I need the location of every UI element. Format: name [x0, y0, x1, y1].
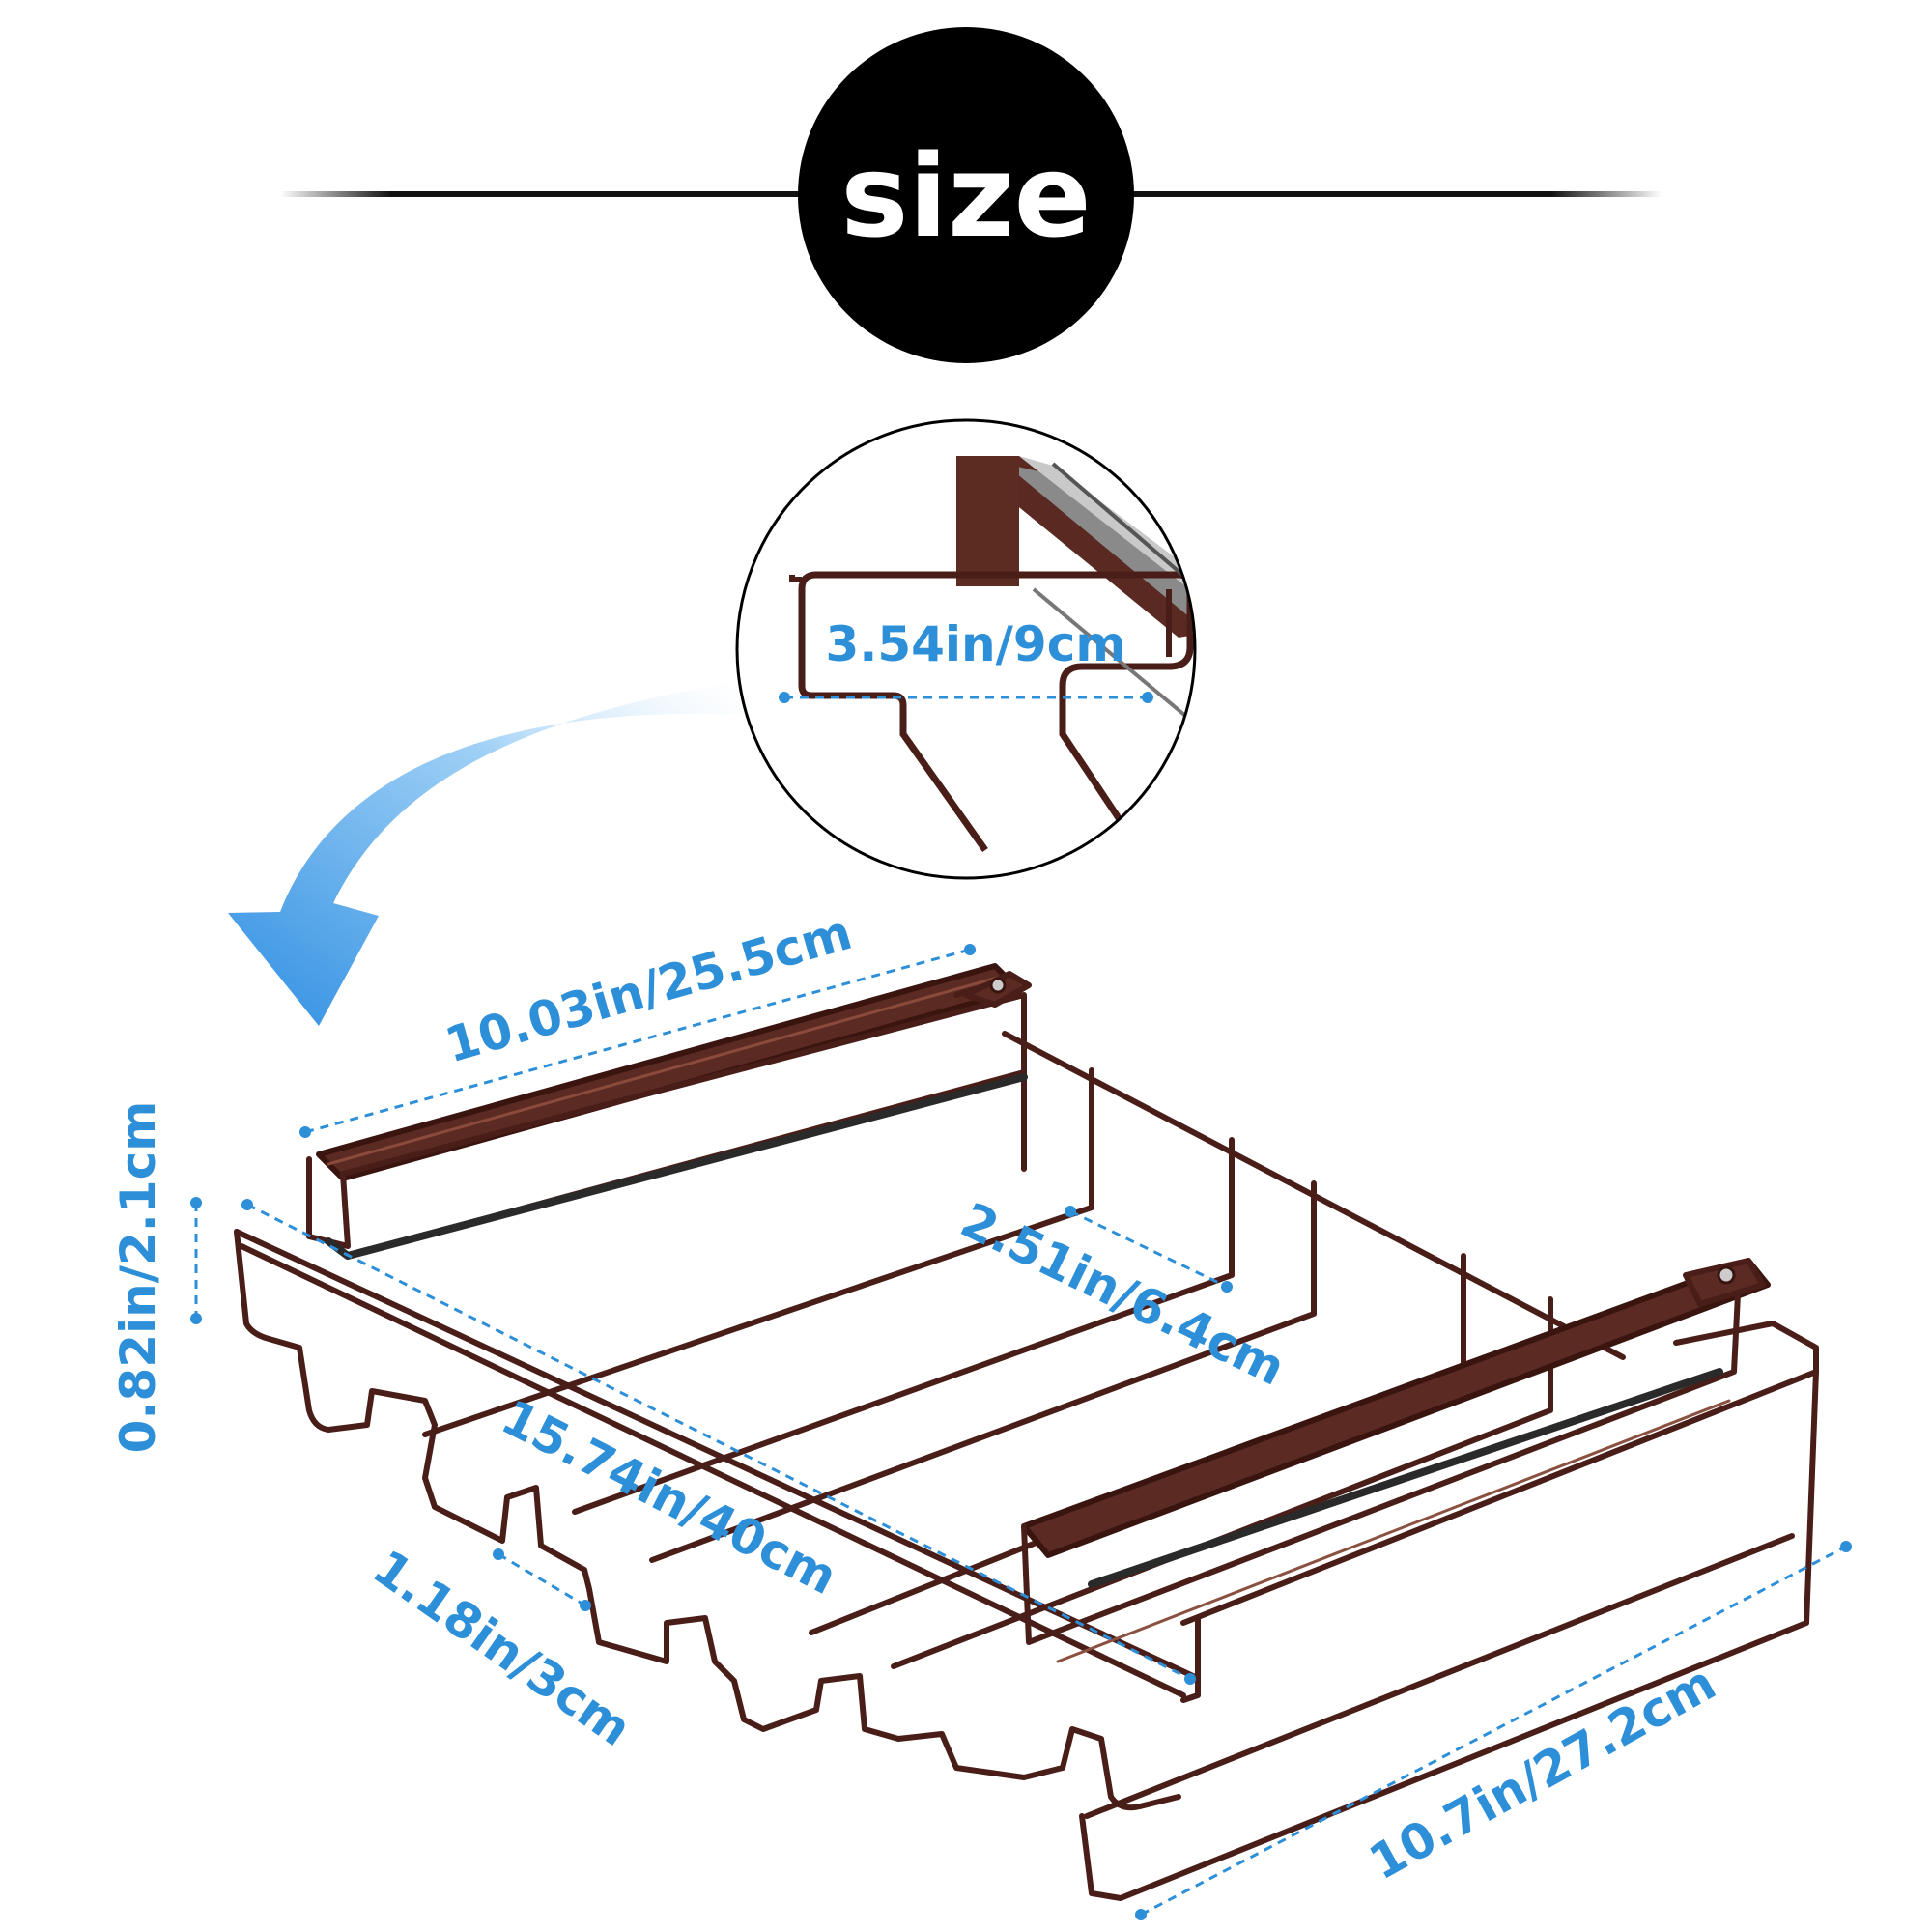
height-dimension: 0.82in/2.1cm	[110, 1101, 202, 1454]
detail-width-label: 3.54in/9cm	[826, 616, 1126, 672]
slot-width-dimension: 1.18in/3cm	[363, 1539, 641, 1757]
height-label: 0.82in/2.1cm	[110, 1101, 166, 1454]
slot-spacing-label: 2.51in/6.4cm	[952, 1192, 1293, 1397]
wine-glass-rack	[234, 963, 1819, 1901]
detail-width-dimension: 3.54in/9cm	[779, 616, 1153, 703]
magnifier-detail-icon	[735, 418, 1197, 880]
page-title: size	[840, 129, 1091, 263]
curved-arrow-icon	[228, 682, 744, 1026]
depth-label: 15.74in/40cm	[493, 1389, 845, 1605]
title-badge: size	[798, 27, 1134, 363]
slot-width-label: 1.18in/3cm	[363, 1539, 641, 1757]
front-width-label: 10.7in/27.2cm	[1360, 1655, 1725, 1890]
slot-spacing-dimension: 2.51in/6.4cm	[952, 1192, 1293, 1397]
